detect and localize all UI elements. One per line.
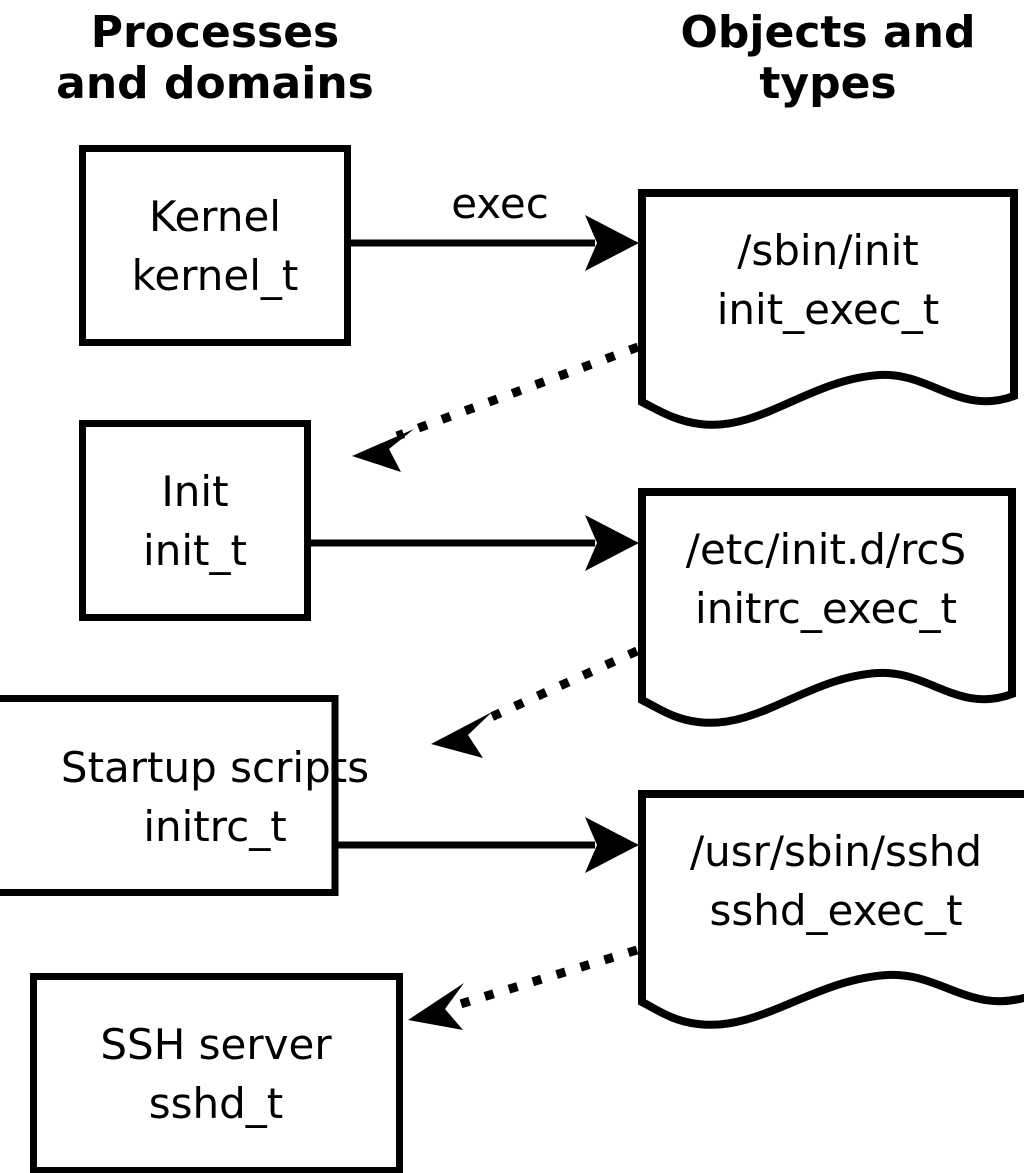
init-label-line1: Init [161, 467, 228, 516]
initrc-exec-label-line1: /etc/init.d/rcS [686, 525, 966, 574]
left-column-header-line2: and domains [56, 58, 374, 109]
left-column-header-line1: Processes [91, 7, 340, 58]
edge-init-exec-transition-init[interactable] [352, 342, 640, 472]
init-exec-arrowhead [585, 515, 639, 571]
sshd-exec-label-line2: sshd_exec_t [709, 886, 962, 935]
init-box-outline [79, 420, 311, 621]
init-label-line2: init_t [143, 526, 247, 575]
process-node-kernel[interactable]: Kernel kernel_t [79, 145, 351, 346]
startup-scripts-label-line2: initrc_t [143, 802, 286, 851]
ssh-server-label-line1: SSH server [100, 1020, 332, 1069]
ssh-server-label-line2: sshd_t [149, 1079, 284, 1128]
sshd-exec-label-line1: /usr/sbin/sshd [690, 827, 982, 876]
object-node-initrc-exec[interactable]: /etc/init.d/rcS initrc_exec_t [638, 488, 1016, 727]
init-transition-arrowhead [352, 429, 414, 472]
edge-init-initrc-exec[interactable] [305, 515, 639, 571]
initrc-exec-label-line2: initrc_exec_t [695, 584, 957, 633]
ssh-server-box-outline [30, 973, 403, 1173]
sshd-transition-edge-line [455, 945, 639, 1010]
sshd-transition-arrowhead [408, 983, 464, 1030]
initrc-exec-arrowhead [585, 817, 639, 873]
kernel-exec-arrowhead [585, 215, 639, 271]
initrc-transition-arrowhead [431, 712, 492, 758]
kernel-box-outline [79, 145, 351, 346]
init-exec-label-line2: init_exec_t [717, 285, 940, 334]
init-exec-document-outline [638, 189, 1018, 429]
kernel-label-line2: kernel_t [132, 251, 299, 300]
edge-initrc-exec-transition-initrc[interactable] [431, 646, 639, 758]
process-node-ssh-server[interactable]: SSH server sshd_t [30, 973, 403, 1173]
edge-sshd-exec-transition-sshd[interactable] [408, 945, 639, 1030]
process-node-init[interactable]: Init init_t [79, 420, 311, 621]
init-exec-label-line1: /sbin/init [737, 226, 919, 275]
startup-scripts-box-outline [0, 695, 339, 896]
initrc-exec-document-outline [638, 488, 1016, 727]
object-node-init-exec[interactable]: /sbin/init init_exec_t [638, 189, 1018, 429]
process-node-startup-scripts[interactable]: Startup scripts initrc_t [0, 695, 369, 896]
initrc-transition-edge-line [476, 646, 639, 728]
kernel-label-line1: Kernel [149, 192, 281, 241]
sshd-exec-document-outline [638, 790, 1024, 1029]
right-column-header-line2: types [759, 58, 896, 109]
edge-label-exec: exec [451, 179, 549, 228]
startup-scripts-label-line1: Startup scripts [61, 743, 369, 792]
init-transition-edge-line [395, 342, 640, 441]
right-column-header-line1: Objects and [681, 7, 976, 58]
edge-initrc-sshd-exec[interactable] [332, 817, 639, 873]
edge-kernel-exec-init-exec[interactable]: exec [347, 179, 639, 271]
object-node-sshd-exec[interactable]: /usr/sbin/sshd sshd_exec_t [638, 790, 1024, 1029]
